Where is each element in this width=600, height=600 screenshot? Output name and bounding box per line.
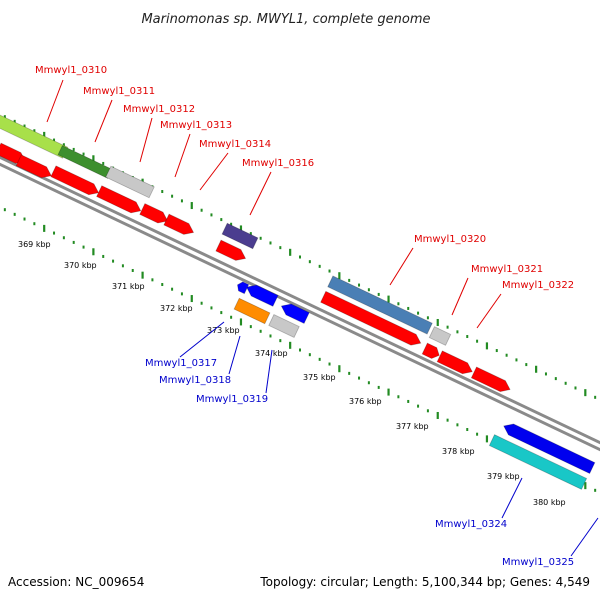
gene-feature-0324	[488, 434, 588, 490]
gene-feature-0321	[428, 326, 452, 346]
label-leader-line	[179, 321, 225, 358]
kbp-label: 370 kbp	[64, 261, 97, 270]
gene-feature-0316	[221, 222, 259, 250]
kbp-label: 379 kbp	[487, 472, 520, 481]
gene-label[interactable]: Mmwyl1_0314	[199, 139, 271, 150]
gene-feature-red-c	[50, 165, 100, 196]
gene-label[interactable]: Mmwyl1_0322	[502, 280, 574, 291]
gene-feature-red-i	[421, 342, 440, 359]
label-leader-line	[570, 517, 599, 557]
gene-feature-0310	[0, 113, 69, 159]
kbp-label: 376 kbp	[349, 397, 382, 406]
gene-label[interactable]: Mmwyl1_0313	[160, 120, 232, 131]
kbp-label: 380 kbp	[533, 498, 566, 507]
gene-label[interactable]: Mmwyl1_0320	[414, 234, 486, 245]
gene-labels: Mmwyl1_0310Mmwyl1_0311Mmwyl1_0312Mmwyl1_…	[35, 65, 599, 568]
kbp-label: 375 kbp	[303, 373, 336, 382]
gene-feature-0319	[268, 314, 300, 338]
gene-feature-0318-b	[280, 303, 310, 324]
gene-label[interactable]: Mmwyl1_0311	[83, 86, 155, 97]
gene-feature-0325	[503, 423, 596, 474]
gene-feature-red-k	[470, 366, 511, 392]
gene-feature-0310-b	[57, 145, 113, 179]
gene-label[interactable]: Mmwyl1_0324	[435, 519, 507, 530]
kbp-label: 371 kbp	[112, 282, 145, 291]
label-leader-line	[476, 293, 502, 329]
gene-label[interactable]: Mmwyl1_0321	[471, 264, 543, 275]
label-leader-line	[139, 117, 153, 163]
gene-feature-0320	[327, 275, 433, 335]
gene-label[interactable]: Mmwyl1_0325	[502, 557, 574, 568]
gene-label[interactable]: Mmwyl1_0317	[145, 358, 217, 369]
gene-feature-red-d	[96, 185, 142, 214]
label-leader-line	[451, 277, 469, 316]
gene-features	[0, 113, 596, 490]
label-leader-line	[199, 152, 229, 191]
gene-feature-0317-b	[237, 281, 250, 295]
gene-feature-red-f	[163, 213, 195, 235]
gene-feature-red-g	[215, 239, 247, 261]
backbone-line-lower	[0, 162, 600, 452]
gene-label[interactable]: Mmwyl1_0310	[35, 65, 107, 76]
kbp-label: 369 kbp	[18, 240, 51, 249]
genome-title: Marinomonas sp. MWYL1, complete genome	[141, 12, 430, 27]
gene-feature-red-e	[139, 203, 169, 224]
label-leader-line	[94, 99, 113, 143]
kbp-label: 373 kbp	[207, 326, 240, 335]
label-leader-line	[174, 133, 191, 178]
kbp-label: 378 kbp	[442, 447, 475, 456]
gene-label[interactable]: Mmwyl1_0319	[196, 394, 268, 405]
summary-text: Topology: circular; Length: 5,100,344 bp…	[259, 575, 590, 589]
gene-label[interactable]: Mmwyl1_0316	[242, 158, 314, 169]
gene-label[interactable]: Mmwyl1_0312	[123, 104, 195, 115]
backbone-line-upper	[0, 155, 600, 445]
gene-feature-0317	[245, 284, 279, 307]
label-leader-line	[501, 477, 523, 519]
accession-text: Accession: NC_009654	[8, 575, 144, 589]
label-leader-line	[46, 79, 64, 123]
kbp-label: 377 kbp	[396, 422, 429, 431]
gene-feature-0318	[233, 297, 271, 325]
label-leader-line	[228, 335, 241, 375]
label-leader-line	[389, 247, 414, 286]
gene-feature-red-j	[436, 350, 473, 375]
label-leader-line	[249, 171, 272, 216]
gene-feature-red-b	[15, 154, 52, 179]
gene-feature-0311	[105, 165, 155, 199]
gene-feature-red-h	[320, 290, 422, 346]
kbp-label: 372 kbp	[160, 304, 193, 313]
label-leader-line	[265, 349, 273, 394]
gene-label[interactable]: Mmwyl1_0318	[159, 375, 231, 386]
